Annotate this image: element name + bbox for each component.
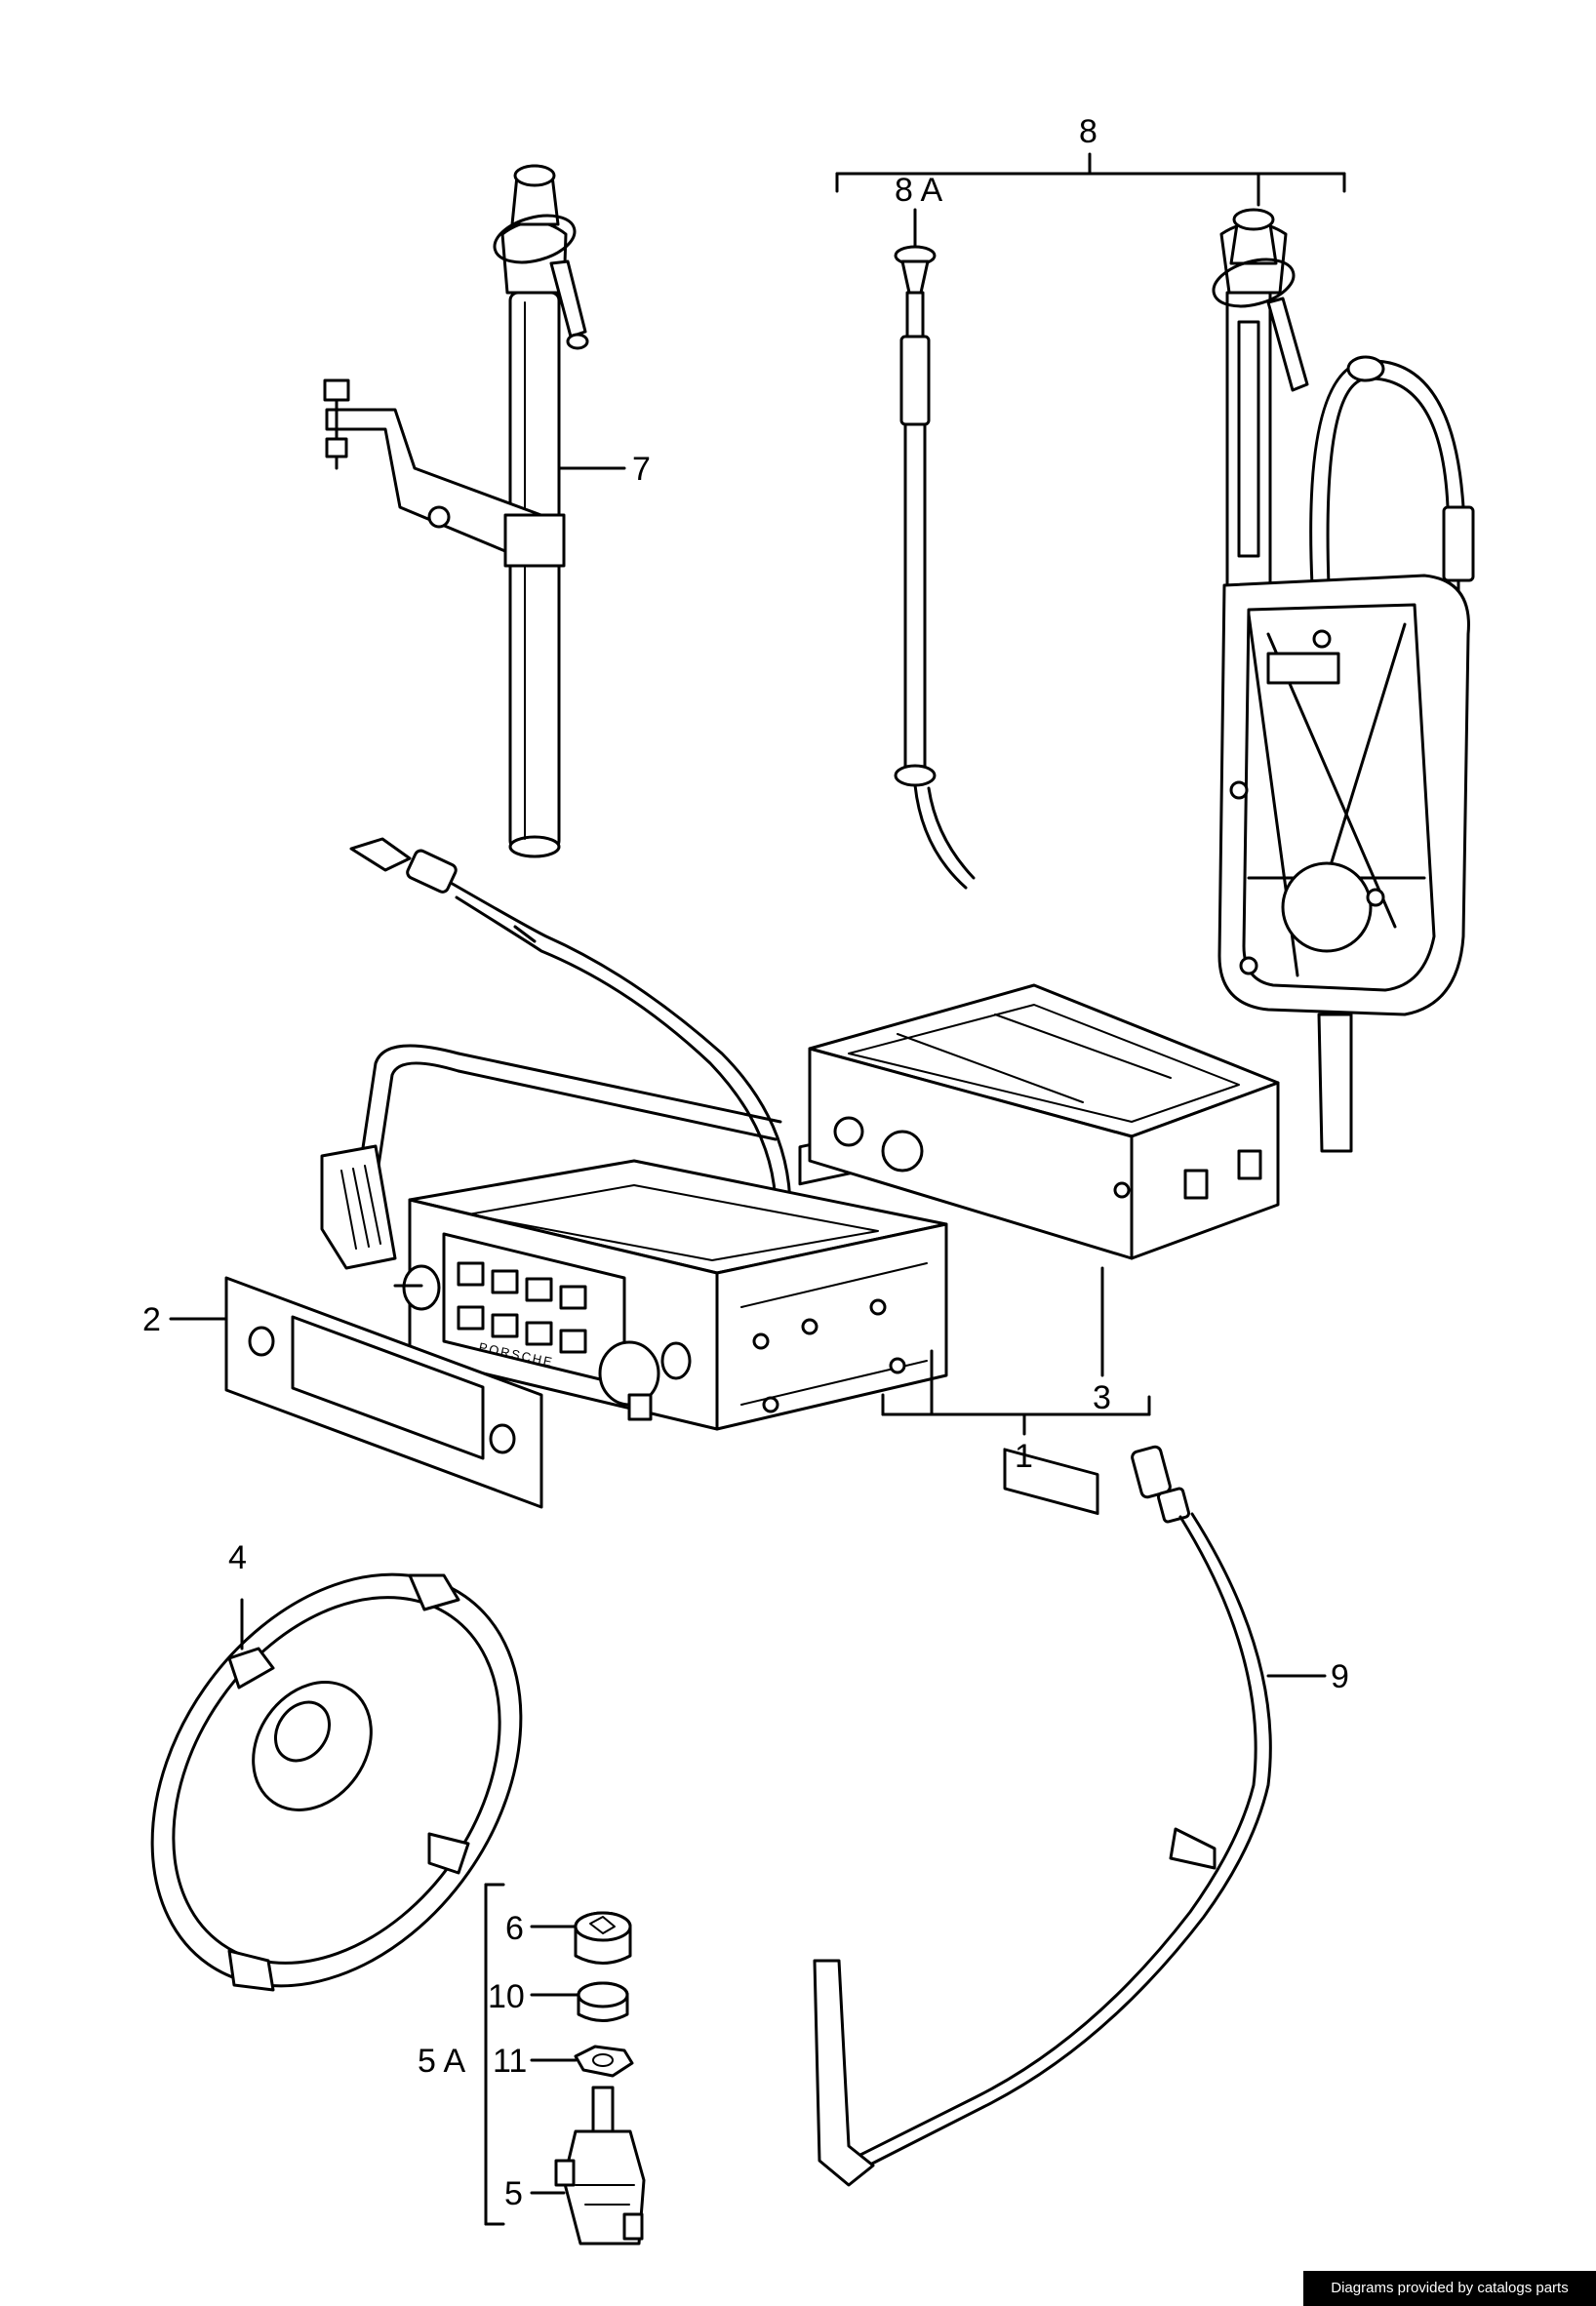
callout-5a: 5 A [418,2043,465,2080]
callout-8a: 8 A [895,172,942,209]
antenna-mast-8a [894,234,976,890]
radio-unit: PORSCHE [320,837,948,1431]
callout-2: 2 [142,1301,161,1338]
callout-5: 5 [504,2175,523,2212]
callout-6: 6 [505,1910,524,1947]
footer-credit: Diagrams provided by catalogs parts [1303,2271,1596,2306]
callout-11: 11 [493,2043,527,2080]
callout-1: 1 [1015,1438,1033,1475]
trim-frame [224,1276,543,1509]
switch-assembly [554,1911,646,2246]
power-antenna [557,208,1475,1153]
callout-8: 8 [1079,113,1097,150]
callouts: 8 8 A 7 2 3 1 4 9 6 10 5 A 11 5 [142,113,1349,2212]
callout-10: 10 [488,1978,525,2015]
callout-9: 9 [1331,1658,1349,1695]
callout-7: 7 [632,451,651,488]
amplifier-unit [808,983,1280,1515]
speaker [150,1572,523,1992]
callout-4: 4 [228,1539,247,1576]
callout-3: 3 [1093,1379,1111,1416]
leader-lines [169,152,1346,2226]
manual-antenna [323,164,626,858]
antenna-cable [813,1445,1272,2187]
